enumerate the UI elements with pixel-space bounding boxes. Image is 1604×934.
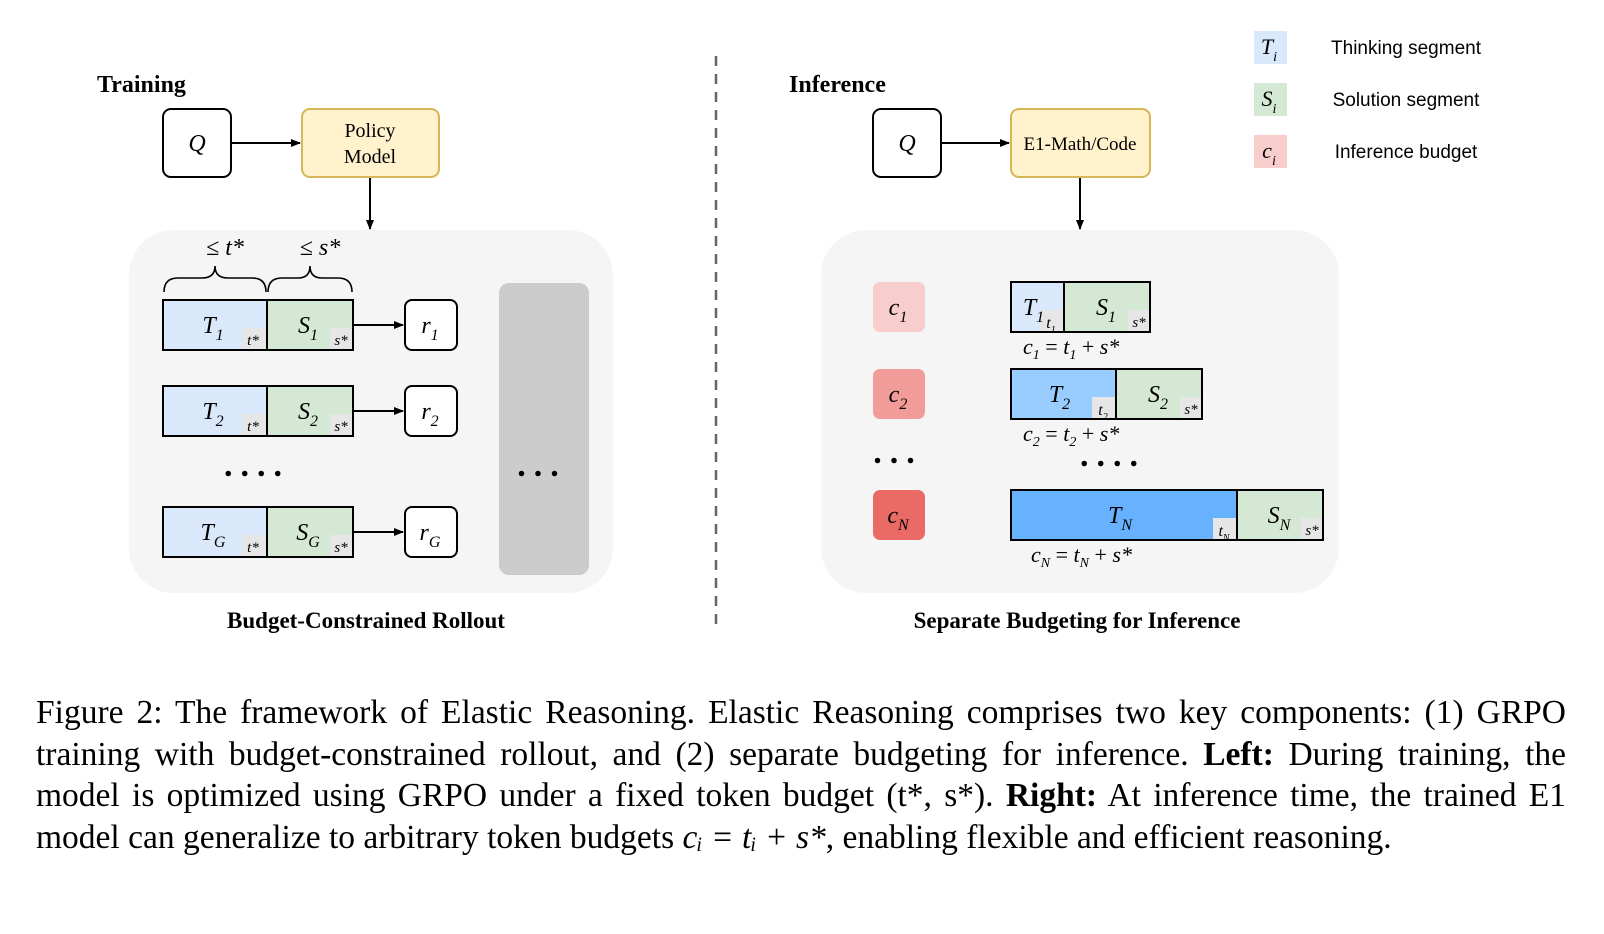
brace-t-label: ≤ t* (206, 235, 244, 261)
thinking-label: TN (1108, 503, 1133, 534)
brace-s-label: ≤ s* (300, 235, 341, 261)
thinking-label: T2 (202, 399, 223, 430)
e1-model-label: E1-Math/Code (1024, 134, 1137, 155)
budget-box (873, 369, 925, 419)
budget-label: cN (887, 503, 910, 534)
budget-row: c1 T1 S1 t1 s* c1 = t1 + s* (873, 281, 1151, 363)
caption-right-label: Right: (1005, 777, 1098, 814)
legend-swatch (1254, 31, 1287, 64)
solution-label: SN (1268, 503, 1292, 534)
s-budget-marker (330, 414, 352, 435)
t-budget-mark: t* (247, 333, 259, 349)
s-budget-mark: s* (1132, 315, 1146, 331)
solution-label: S1 (298, 313, 318, 344)
segment-dots: .... (1080, 437, 1146, 474)
reward-label: r1 (421, 313, 438, 344)
caption-right-text: At inference time, the trained E1 model … (36, 777, 1566, 856)
t-budget-mark: tN (1218, 523, 1230, 544)
training-query-box (162, 108, 232, 178)
inference-query-label: Q (898, 131, 915, 157)
thinking-label: T1 (1023, 295, 1044, 326)
t-budget-mark: t2 (1098, 402, 1107, 423)
inference-query-box (872, 108, 942, 178)
policy-model-label-line1: Policy (344, 120, 395, 142)
caption-suffix: , enabling flexible and efficient reason… (825, 818, 1392, 856)
training-heading: Training (97, 72, 186, 98)
reward-label: rG (420, 520, 441, 551)
thinking-label: T1 (202, 313, 223, 344)
caption-prefix: Figure 2: The framework of Elastic Reaso… (36, 694, 1566, 773)
legend-item: Si Solution segment (1254, 83, 1480, 117)
legend-label: Thinking segment (1331, 38, 1482, 59)
reward-box (404, 299, 458, 351)
legend-item: ci Inference budget (1254, 135, 1478, 169)
e1-model-box (1010, 108, 1151, 178)
legend-item: Ti Thinking segment (1254, 31, 1482, 65)
reward-label: r2 (421, 399, 438, 430)
t-budget-mark: t* (247, 419, 259, 435)
inference-footer: Separate Budgeting for Inference (914, 608, 1241, 633)
solution-label: SG (296, 520, 320, 551)
thinking-label: T2 (1049, 382, 1070, 413)
s-budget-mark: s* (334, 419, 348, 435)
s-budget-marker (330, 535, 352, 556)
legend-swatch (1254, 83, 1287, 116)
budget-label: c1 (889, 295, 908, 326)
budget-row: cN TN SN tN s* cN = tN + s* (873, 489, 1324, 571)
figure-caption: Figure 2: The framework of Elastic Reaso… (36, 692, 1566, 858)
t-budget-marker (242, 414, 266, 435)
s-budget-mark: s* (1184, 402, 1198, 418)
brace-s (267, 265, 353, 293)
thinking-label: TG (201, 520, 226, 551)
legend-swatch (1254, 135, 1287, 168)
budget-equation: c1 = t1 + s* (1023, 334, 1119, 363)
reward-box (404, 385, 458, 437)
advantage-panel (499, 283, 589, 575)
s-budget-mark: s* (334, 540, 348, 556)
caption-left-label: Left: (1203, 735, 1274, 773)
legend-symbol: Ti (1261, 34, 1277, 65)
s-budget-mark: s* (334, 333, 348, 349)
caption-formula: cᵢ = tᵢ + s* (682, 818, 826, 856)
solution-label: S2 (298, 399, 318, 430)
training-footer: Budget-Constrained Rollout (227, 608, 505, 633)
inference-heading: Inference (789, 72, 886, 98)
s-budget-marker (330, 328, 352, 349)
legend-label: Solution segment (1333, 90, 1481, 111)
advantage-dots: ... (517, 447, 567, 484)
t-budget-mark: t1 (1046, 315, 1055, 336)
solution-label: S1 (1096, 295, 1116, 326)
policy-model-label-line2: Model (344, 146, 397, 168)
budget-label: c2 (889, 382, 908, 413)
budget-box (873, 490, 925, 540)
thinking-segment (1010, 489, 1238, 541)
s-budget-marker (1180, 397, 1201, 418)
legend-label: Inference budget (1335, 142, 1478, 163)
t-budget-marker (242, 535, 266, 556)
t-budget-marker (1040, 310, 1063, 331)
budget-dots: ... (873, 434, 923, 471)
training-row-dots: .... (224, 447, 290, 484)
s-budget-marker (1301, 518, 1322, 539)
t-budget-marker (242, 328, 266, 349)
s-budget-mark: s* (1305, 523, 1319, 539)
budget-box (873, 282, 925, 332)
t-budget-marker (1092, 397, 1115, 418)
caption-left-text: During training, the model is optimized … (36, 735, 1567, 815)
budget-equation: c2 = t2 + s* (1023, 421, 1119, 450)
policy-model-box (301, 108, 440, 178)
budget-row: c2 T2 S2 t2 s* c2 = t2 + s* (873, 368, 1203, 450)
t-budget-marker (1213, 518, 1236, 539)
t-budget-mark: t* (247, 540, 259, 556)
budget-equation: cN = tN + s* (1031, 542, 1132, 571)
training-query-label: Q (188, 131, 205, 157)
s-budget-marker (1128, 310, 1149, 331)
legend-symbol: Si (1262, 86, 1277, 117)
solution-label: S2 (1148, 382, 1168, 413)
reward-box (404, 506, 458, 558)
brace-t (163, 265, 267, 293)
legend-symbol: ci (1262, 138, 1276, 169)
